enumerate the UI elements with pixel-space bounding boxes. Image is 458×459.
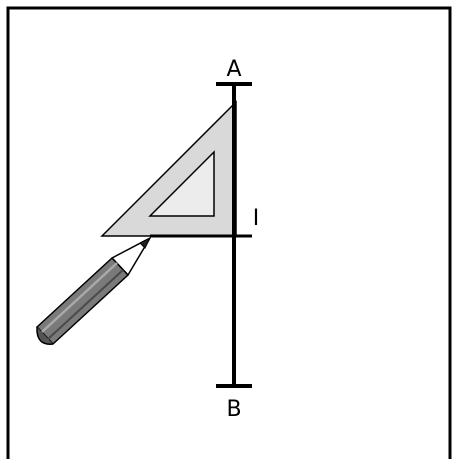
label-a: A [226, 57, 241, 82]
pencil-icon [36, 236, 152, 345]
set-square-icon [100, 100, 237, 237]
frame [6, 6, 452, 459]
label-i: I [253, 206, 260, 231]
label-b: B [226, 397, 241, 422]
